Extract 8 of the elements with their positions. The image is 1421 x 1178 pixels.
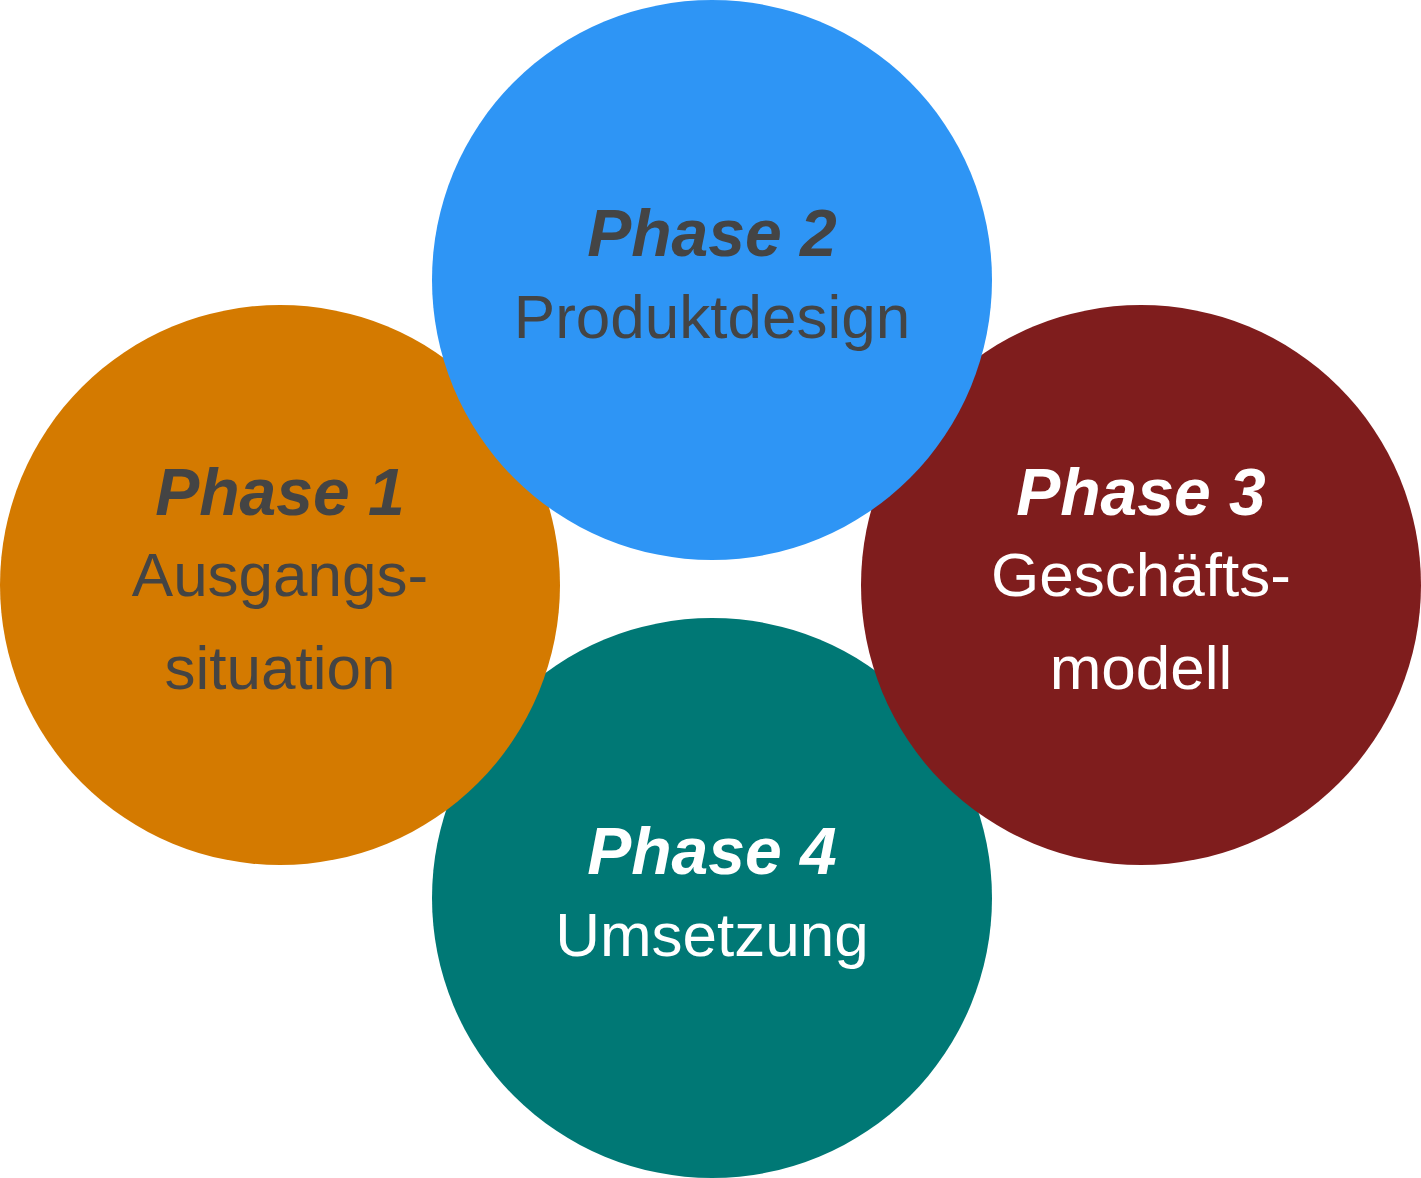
phase-name: Geschäfts- modell xyxy=(990,539,1292,705)
phase-name: Umsetzung xyxy=(554,898,870,971)
phase-heading: Phase 4 xyxy=(587,815,837,888)
phase-heading: Phase 2 xyxy=(587,197,837,270)
phase-name: Ausgangs- situation xyxy=(130,539,430,705)
phase-heading: Phase 3 xyxy=(1016,455,1266,529)
phase-name: Produktdesign xyxy=(512,280,912,353)
phase-heading: Phase 1 xyxy=(155,455,405,529)
